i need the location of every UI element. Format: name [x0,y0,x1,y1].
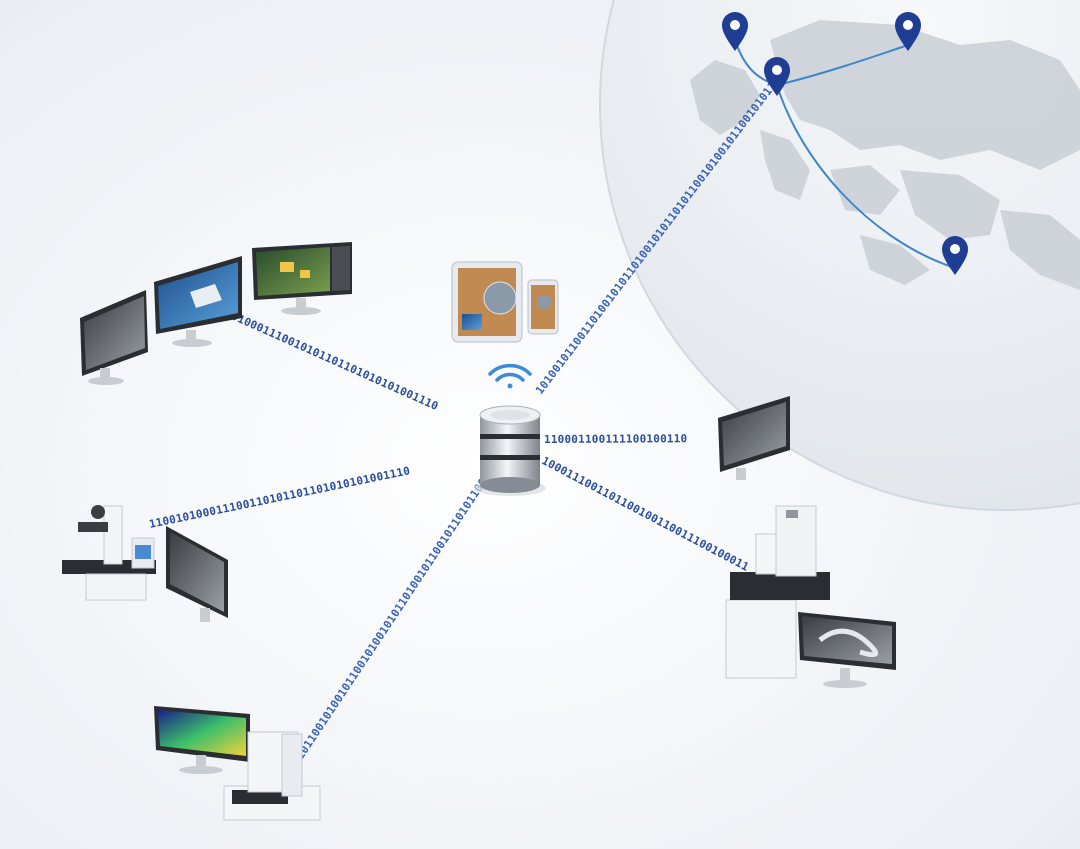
binary-stream-profiler: 1011001010010110010100101011010010110010… [0,0,497,762]
monitor-blue-image [154,256,242,347]
wifi-icon [488,363,532,389]
monitor-circuit-image [252,242,352,315]
binary-stream-text: 01010001110010101101101010101001110 [217,304,440,413]
map-pins [722,12,968,275]
globe [599,0,1080,511]
continent-shapes [690,20,1080,290]
map-pin-icon [764,57,790,96]
binary-stream-monitors: 01010001110010101101101010101001110 [217,304,441,413]
map-pin-icon [722,12,748,51]
binary-stream-text: 110010100011100110101101101010101001110 [148,464,411,531]
monitor-group [80,242,352,385]
3d-profiler [154,706,321,821]
monitor-sem-image [80,290,148,385]
server-hub [474,405,546,496]
map-pin-icon [942,236,968,275]
monitor-fiber-image [718,396,790,480]
binary-stream-microscope: 110010100011100110101101101010101001110 [148,464,411,531]
map-pin-icon [895,12,921,51]
binary-stream-screen: 110001100111100100110 [544,432,687,446]
light-microscope [62,505,228,622]
binary-stream-text: 110001100111100100110 [544,432,687,446]
mobile-devices [451,261,559,343]
binary-stream-text: 1011001010010110010100101011010010110010… [0,0,497,762]
electron-microscope [725,505,896,688]
